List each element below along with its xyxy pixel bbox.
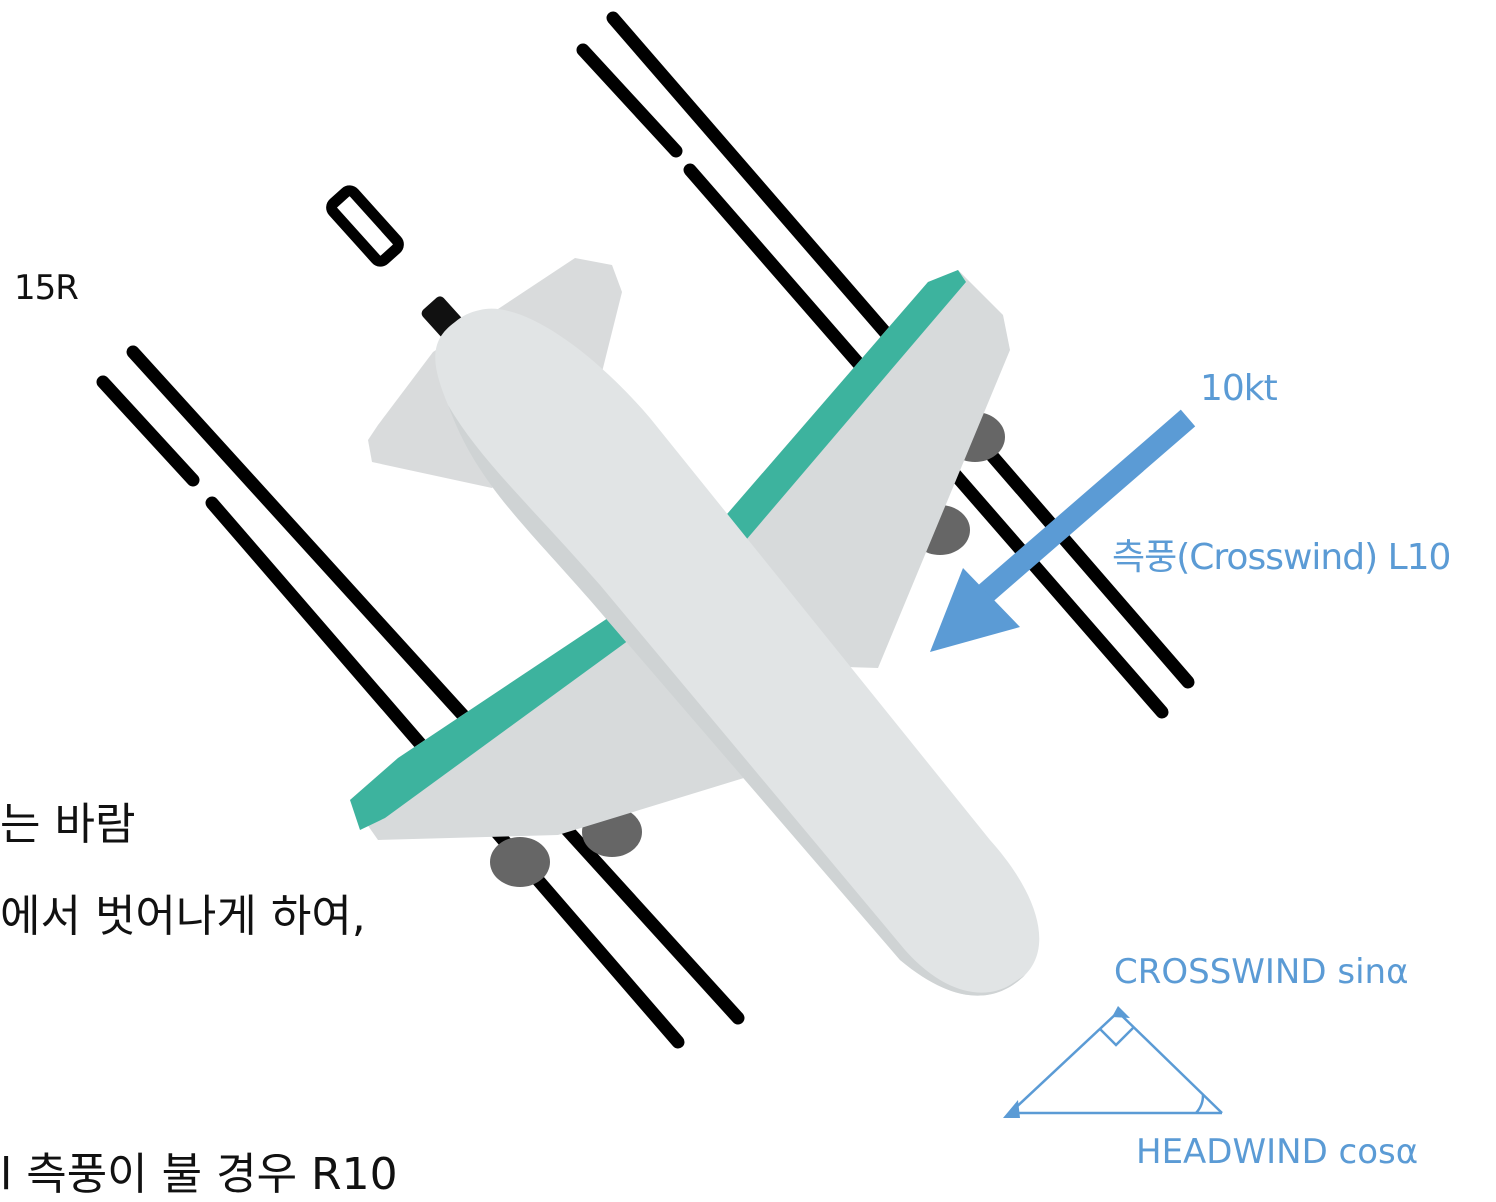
wind-arrow [930, 409, 1196, 652]
vector-arrowhead [1003, 1100, 1020, 1118]
runway-centerline-marks [326, 185, 463, 338]
engine [490, 837, 550, 887]
runway-edge-line [576, 43, 683, 158]
vector-arrowhead [1112, 1006, 1130, 1018]
right-angle-marker [1099, 1027, 1134, 1047]
angle-alpha-arc [1195, 1094, 1205, 1114]
fuselage [435, 308, 1040, 996]
wind-speed-label: 10kt [1200, 368, 1278, 409]
crosswind-label: 측풍(Crosswind) L10 [1112, 537, 1451, 578]
wind-vector-triangle [1003, 1006, 1223, 1118]
wind-arrow-shaft [970, 409, 1196, 609]
wind-arrow-head [930, 568, 1020, 652]
runway-edge-line [96, 375, 200, 487]
aircraft-crosswind-diagram [96, 11, 1223, 1118]
triangle-side-right [1117, 1011, 1223, 1114]
crosswind-formula: CROSSWIND sinα [1114, 952, 1409, 992]
runway-edge-line [126, 345, 745, 1025]
body-text-line: 는 바람 [0, 799, 136, 850]
wing-stripe-left [350, 610, 640, 830]
body-text-line: 에서 벗어나게 하여, [0, 891, 366, 942]
centerline-mark [326, 185, 404, 267]
triangle-side-left [1009, 1011, 1119, 1114]
runway-designator: 15R [14, 268, 79, 308]
body-text-line: l 측풍이 불 경우 R10 [0, 1149, 398, 1200]
aircraft [350, 258, 1040, 996]
headwind-formula: HEADWIND cosα [1136, 1132, 1419, 1172]
